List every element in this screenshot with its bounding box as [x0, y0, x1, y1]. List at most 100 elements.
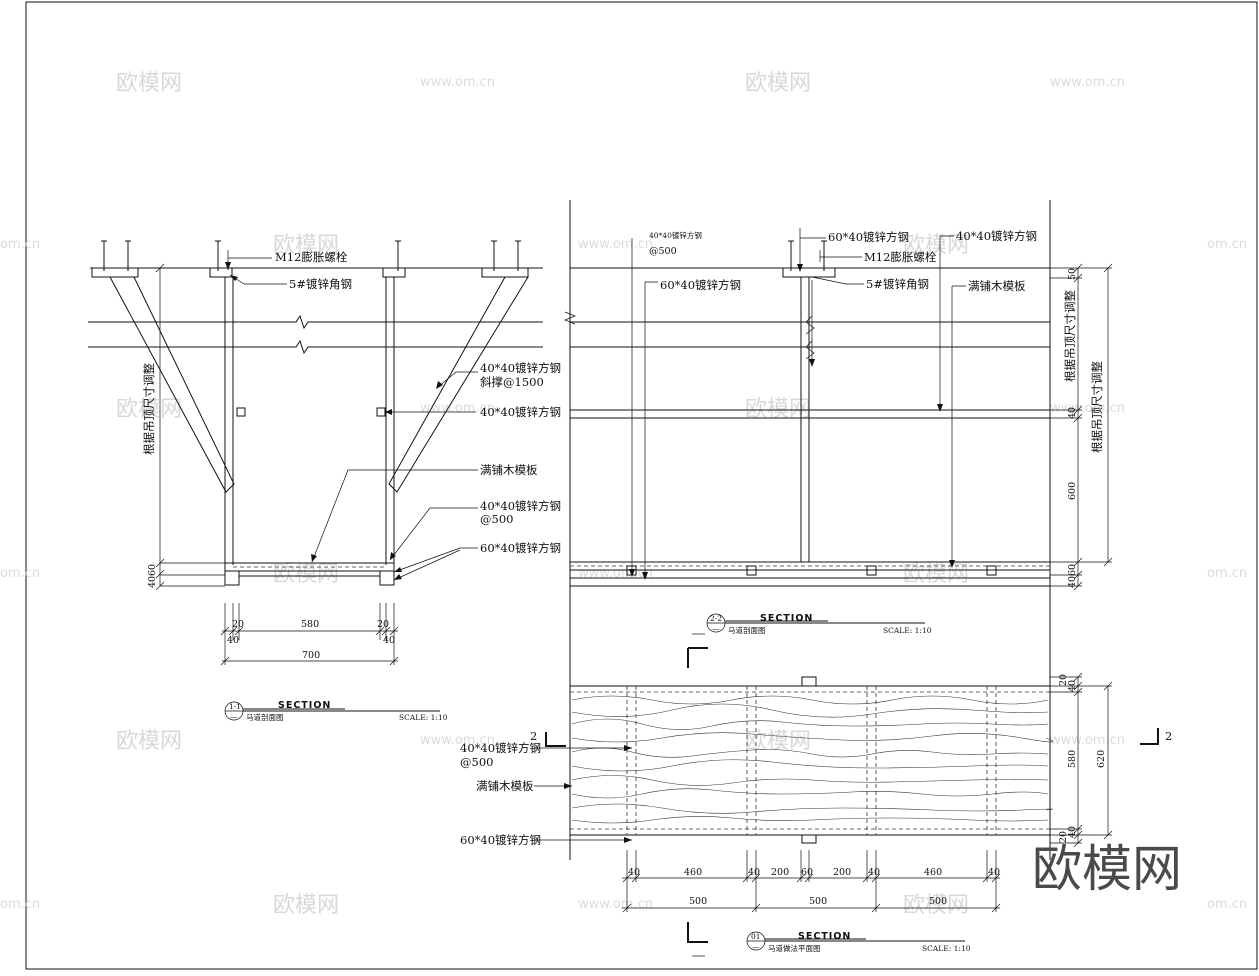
dim-460: 460: [924, 867, 942, 878]
title-scale: SCALE: 1:10: [399, 713, 448, 722]
title-heading: SECTION: [798, 931, 851, 942]
watermark-brand: 欧模网: [903, 893, 969, 918]
dim-60: 60: [1067, 564, 1078, 576]
dim-580: 580: [1067, 750, 1078, 768]
dim-20: 20: [1058, 831, 1069, 843]
label-square-tube: 40*40镀锌方钢: [956, 229, 1037, 243]
title-block: 01 — SECTION 马道做法平面图 SCALE: 1:10: [746, 931, 971, 953]
label-beam: 60*40镀锌方钢: [828, 230, 909, 244]
watermark-url: om.cn: [1207, 237, 1247, 252]
section-1-1-drawing: 根据吊顶尺寸调整 40 60 20 580 20 40 40 700: [88, 240, 561, 722]
dim-20: 20: [1058, 674, 1069, 686]
dim-40: 40: [1067, 826, 1078, 838]
watermark-layer: 欧模网 www.om.cn 欧模网 www.om.cn om.cn 欧模网 ww…: [0, 71, 1247, 918]
sheet-border: [25, 1, 1258, 970]
watermark-url: om.cn: [0, 897, 40, 912]
dim-600: 600: [1067, 482, 1078, 500]
dim-40: 40: [628, 867, 640, 878]
dim-40: 40: [1067, 576, 1078, 588]
adjust-note: 根据吊顶尺寸调整: [1090, 361, 1104, 453]
label-wood-board: 满铺木模板: [968, 279, 1026, 293]
dim-20: 20: [232, 619, 244, 630]
title-scale: SCALE: 1:10: [883, 626, 932, 635]
title-sheet: —: [230, 712, 238, 721]
title-subtitle: 马道剖面图: [728, 625, 766, 635]
label-square-tube: 40*40镀锌方钢: [460, 741, 541, 755]
expansion-bolt-icon: [101, 240, 521, 271]
label-square-tube: 40*40镀锌方钢: [480, 405, 561, 419]
cut-mark-label: 2: [530, 729, 537, 743]
label-beam: 60*40镀锌方钢: [480, 541, 561, 555]
watermark-url: www.om.cn: [578, 897, 653, 912]
watermark-url: www.om.cn: [578, 237, 653, 252]
watermark-url: www.om.cn: [1050, 401, 1125, 416]
watermark-brand: 欧模网: [745, 71, 811, 96]
dim-40: 40: [383, 635, 395, 646]
title-scale: SCALE: 1:10: [922, 944, 971, 953]
label-tube-spacing: @500: [649, 246, 677, 257]
dim-580: 580: [301, 619, 319, 630]
title-sheet: —: [712, 624, 720, 633]
watermark-url: om.cn: [0, 566, 40, 581]
watermark-brand: 欧模网: [116, 729, 182, 754]
watermark-brand: 欧模网: [903, 233, 969, 258]
label-bolt: M12膨胀螺栓: [864, 250, 937, 264]
label-square-tube: 40*40镀锌方钢: [649, 230, 702, 240]
dim-500: 500: [809, 896, 827, 907]
label-angle-steel: 5#镀锌角钢: [289, 277, 352, 291]
watermark-brand: 欧模网: [116, 71, 182, 96]
section-cut-marker: [687, 647, 708, 668]
watermark-brand: 欧模网: [273, 562, 339, 587]
watermark-brand: 欧模网: [273, 893, 339, 918]
dim-40: 40: [868, 867, 880, 878]
dim-40: 40: [1067, 680, 1078, 692]
label-angle-steel: 5#镀锌角钢: [866, 277, 929, 291]
title-heading: SECTION: [278, 700, 331, 711]
title-block: 1-1 — SECTION 马道剖面图 SCALE: 1:10: [224, 700, 448, 722]
watermark-url: www.om.cn: [420, 75, 495, 90]
section-cut-marker: [545, 732, 566, 747]
watermark-url: www.om.cn: [1050, 75, 1125, 90]
title-subtitle: 马道做法平面图: [768, 943, 821, 953]
dim-700: 700: [302, 650, 320, 661]
label-wood-board: 满铺木模板: [480, 463, 538, 477]
watermark-brand: 欧模网: [745, 729, 811, 754]
brand-watermark-large: 欧模网: [1032, 840, 1182, 898]
dim-460: 460: [684, 867, 702, 878]
cut-mark-label: 2: [1165, 729, 1172, 743]
dim-40: 40: [1067, 407, 1078, 419]
title-block: 2-2 — SECTION 马道剖面图 SCALE: 1:10: [692, 613, 932, 635]
section-cut-marker: [1140, 728, 1159, 745]
label-tube-spacing: @500: [460, 755, 493, 769]
dim-620: 620: [1096, 750, 1107, 768]
watermark-url: om.cn: [1207, 897, 1247, 912]
dim-40: 40: [988, 867, 1000, 878]
section-cut-marker: [687, 922, 708, 943]
dim-40: 40: [147, 576, 158, 588]
title-number: 01: [751, 932, 761, 941]
dim-60: 60: [147, 564, 158, 576]
dim-40: 40: [227, 635, 239, 646]
dim-500: 500: [689, 896, 707, 907]
label-wood-board: 满铺木模板: [476, 779, 534, 793]
adjust-note: 根据吊顶尺寸调整: [1063, 290, 1077, 382]
dim-50: 50: [1067, 268, 1078, 280]
label-bolt: M12膨胀螺栓: [275, 250, 348, 264]
dim-200: 200: [771, 867, 789, 878]
title-sheet: —: [752, 942, 760, 951]
watermark-brand: 欧模网: [273, 233, 339, 258]
label-beam: 60*40镀锌方钢: [660, 278, 741, 292]
label-joist-spacing: @500: [480, 512, 513, 526]
watermark-url: om.cn: [0, 237, 40, 252]
dim-500: 500: [929, 896, 947, 907]
dim-20: 20: [377, 619, 389, 630]
watermark-url: www.om.cn: [1050, 733, 1125, 748]
adjust-note: 根据吊顶尺寸调整: [142, 363, 156, 455]
title-subtitle: 马道剖面图: [246, 712, 284, 722]
label-joist: 40*40镀锌方钢: [480, 499, 561, 513]
title-number: 2-2: [710, 614, 722, 623]
dim-40: 40: [748, 867, 760, 878]
label-brace: 40*40镀锌方钢: [480, 361, 561, 375]
